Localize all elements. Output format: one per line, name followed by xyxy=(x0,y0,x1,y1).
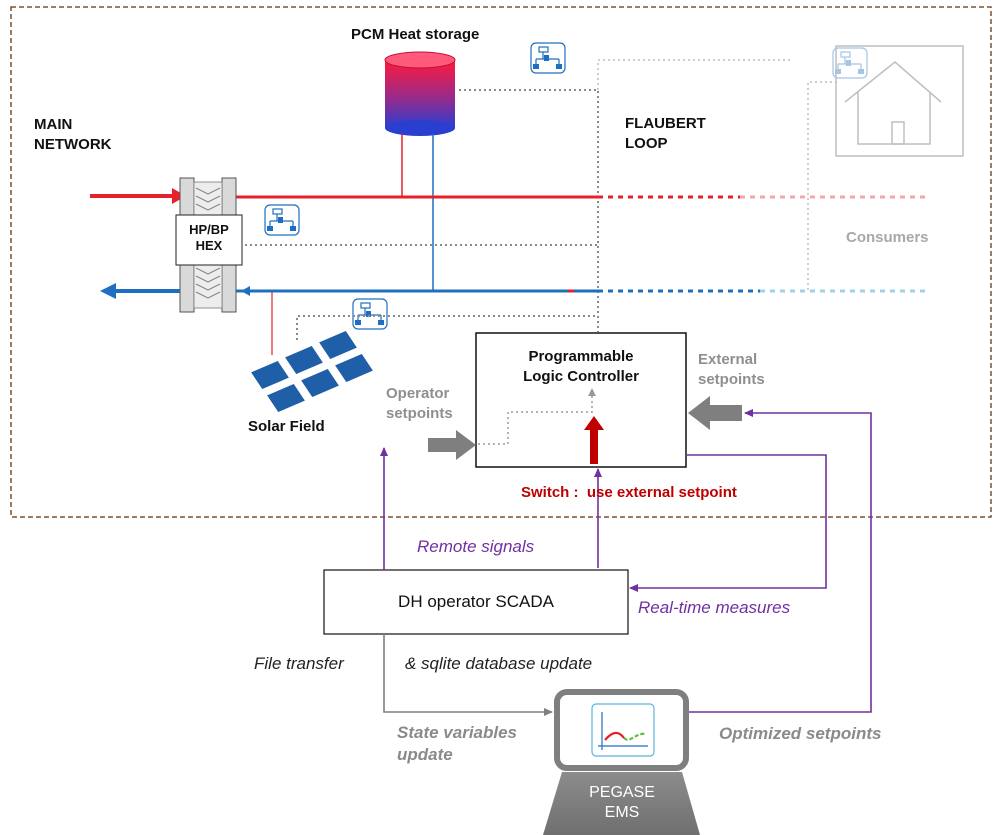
plc-box xyxy=(475,332,687,468)
plc-label: Programmable Logic Controller xyxy=(523,348,639,385)
remote-signals-label: Remote signals xyxy=(417,537,535,556)
pcm-storage-tank xyxy=(384,51,456,136)
external-setpoints-label: External setpoints xyxy=(698,351,765,388)
pcm-heat-storage-label: PCM Heat storage xyxy=(351,26,480,43)
heat-exchanger xyxy=(175,177,243,313)
control-lines xyxy=(240,89,599,340)
main-network-label: MAIN NETWORK xyxy=(34,116,112,153)
file-transfer-label: File transfer xyxy=(254,654,344,673)
scada-box xyxy=(323,569,629,635)
solar-field-label: Solar Field xyxy=(248,418,325,435)
state-variables-label: State variables update xyxy=(397,723,518,765)
hex-label: HP/BP HEX xyxy=(189,222,229,254)
network-icon-hex xyxy=(264,204,300,236)
optimized-setpoints-label: Optimized setpoints xyxy=(719,724,882,743)
operator-setpoints-label: Operator setpoints xyxy=(386,385,453,422)
house-icon xyxy=(835,45,964,157)
network-icon-storage xyxy=(530,42,566,74)
operator-setpoints-arrow xyxy=(428,430,476,460)
real-time-measures-label: Real-time measures xyxy=(638,598,791,617)
switch-arrow xyxy=(590,428,598,464)
flaubert-loop-label: FLAUBERT LOOP xyxy=(625,115,706,152)
consumers-label: Consumers xyxy=(846,229,929,246)
pegase-ems xyxy=(543,689,700,835)
consumer-control-line xyxy=(597,59,838,290)
switch-label: Switch : use external setpoint xyxy=(521,484,737,501)
pegase-ems-label: PEGASE EMS xyxy=(589,784,655,821)
solar-panels xyxy=(248,329,376,414)
network-icon-solar xyxy=(352,298,388,330)
site-boundary xyxy=(10,6,992,518)
scada-label: DH operator SCADA xyxy=(398,592,554,611)
sqlite-update-label: & sqlite database update xyxy=(405,654,593,673)
external-setpoints-arrow xyxy=(688,396,742,430)
network-icon-consumers xyxy=(832,47,868,79)
